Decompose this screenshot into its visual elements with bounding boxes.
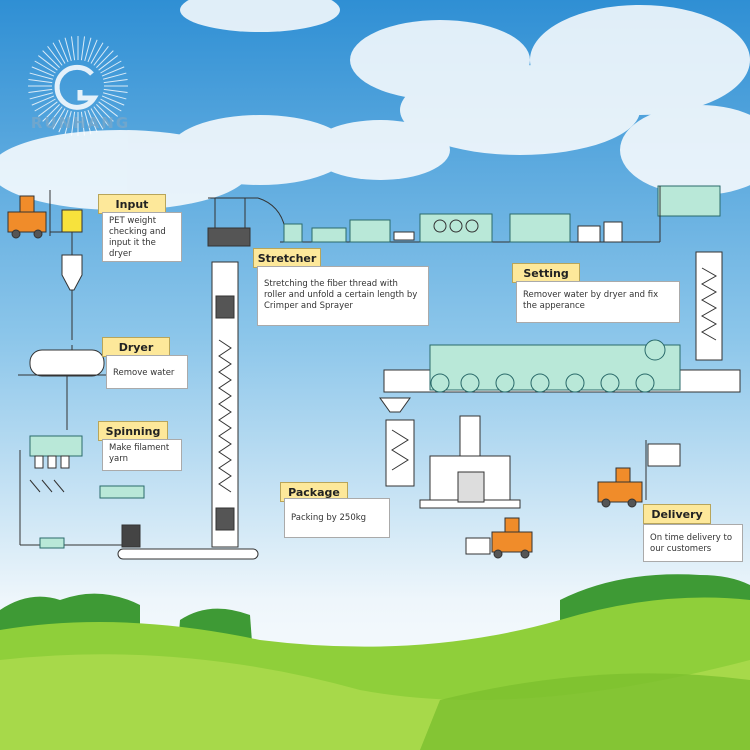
- dryer-machine: [18, 345, 112, 430]
- step-delivery-label: Delivery: [643, 504, 711, 524]
- step-spinning-description: Make filament yarn: [102, 439, 182, 471]
- sunburst-g-logo: [28, 36, 128, 136]
- step-spinning-label: Spinning: [98, 421, 168, 441]
- spinning-machine: [19, 435, 145, 549]
- step-stretcher-label: Stretcher: [253, 248, 321, 268]
- step-setting-label: Setting: [512, 263, 580, 283]
- step-input-description: PET weight checking and input it the dry…: [102, 212, 182, 262]
- step-package-description: Packing by 250kg: [284, 498, 390, 538]
- step-stretcher-description: Stretching the fiber thread with roller …: [257, 266, 429, 326]
- conveyor: [117, 548, 259, 560]
- clouds: [0, 0, 750, 210]
- step-dryer-description: Remove water: [106, 355, 188, 389]
- delivery-forklift: [597, 440, 681, 508]
- input-hopper: [61, 209, 83, 340]
- step-setting-description: Remover water by dryer and fix the apper…: [516, 281, 680, 323]
- setting-dryer-line: [383, 339, 741, 393]
- stretcher-line: [207, 185, 721, 247]
- step-dryer-label: Dryer: [102, 337, 170, 357]
- input-forklift: [7, 190, 64, 239]
- step-input-label: Input: [98, 194, 166, 214]
- setting-tower: [695, 251, 723, 361]
- step-delivery-description: On time delivery to our customers: [643, 524, 743, 562]
- logo-text: RUNHANG: [30, 114, 131, 132]
- package-forklift: [465, 517, 533, 559]
- package-press: [379, 397, 521, 509]
- storage-tower: [211, 261, 239, 548]
- hills: [0, 574, 750, 750]
